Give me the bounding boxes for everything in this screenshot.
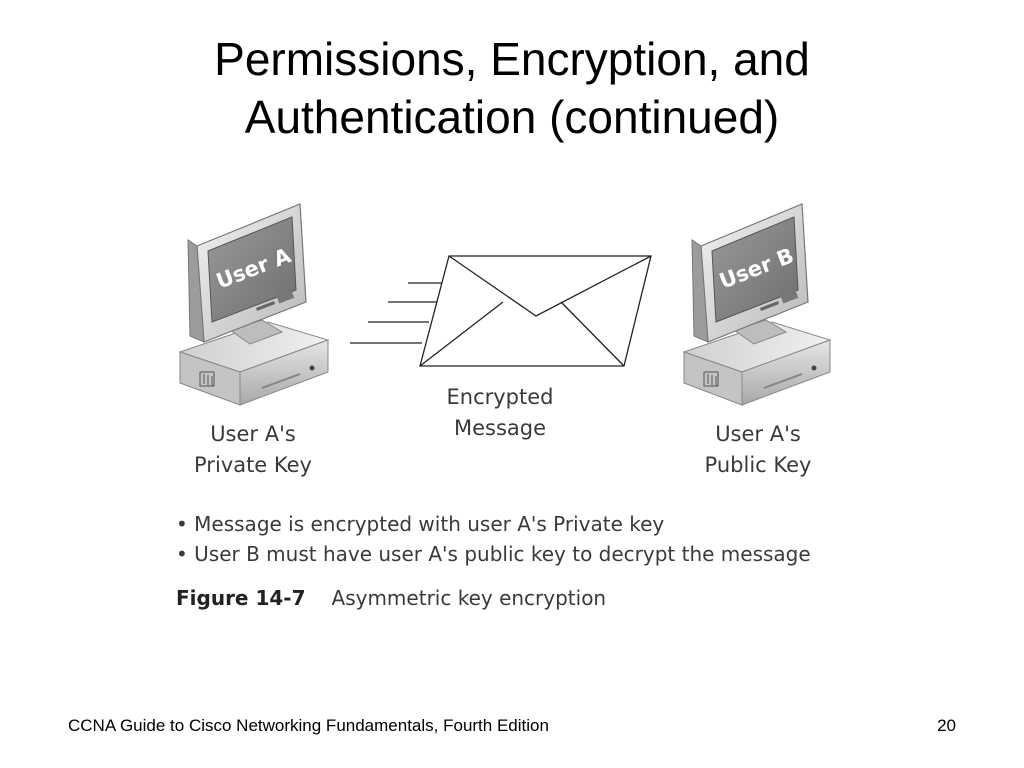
footer-page-number: 20: [937, 716, 956, 735]
user-a-key-label: User A's Private Key: [194, 422, 312, 477]
figure-bullet-list: • Message is encrypted with user A's Pri…: [176, 509, 811, 569]
bullet-item: • Message is encrypted with user A's Pri…: [176, 512, 665, 536]
title-line-1: Permissions, Encryption, and: [214, 33, 810, 85]
figure-caption: Figure 14-7 Asymmetric key encryption: [176, 586, 606, 610]
user-b-computer-icon: [682, 203, 832, 406]
bullet-item: • User B must have user A's public key t…: [176, 542, 811, 566]
title-line-2: Authentication (continued): [244, 91, 780, 143]
envelope-icon: [419, 255, 652, 367]
motion-lines: [350, 282, 446, 344]
figure-number: Figure 14-7: [176, 586, 306, 610]
user-b-key-label: User A's Public Key: [704, 422, 812, 477]
slide-title: Permissions, Encryption, and Authenticat…: [0, 30, 1024, 146]
envelope-label: Encrypted Message: [446, 385, 554, 440]
footer-book-title: CCNA Guide to Cisco Networking Fundament…: [68, 716, 549, 735]
figure-caption-text: Asymmetric key encryption: [331, 586, 607, 610]
user-a-computer-icon: [178, 203, 330, 406]
